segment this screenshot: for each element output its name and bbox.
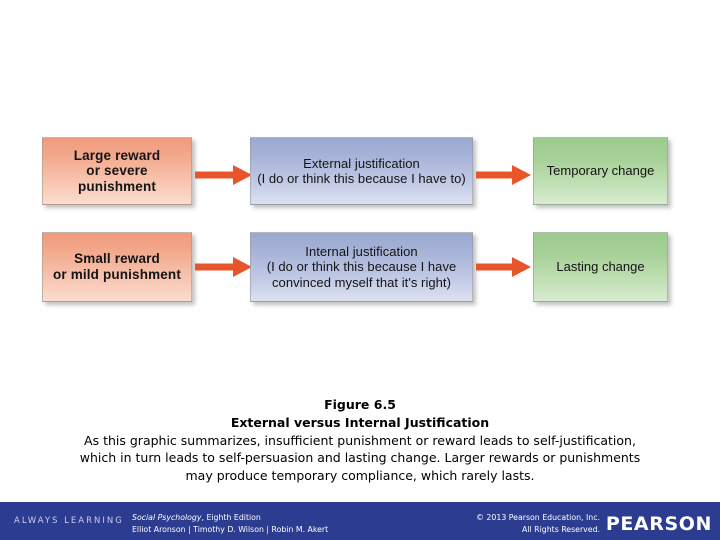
flow-box-line-1: Large reward bbox=[73, 147, 161, 163]
copyright-block: © 2013 Pearson Education, Inc. All Right… bbox=[400, 512, 600, 536]
figure-number: Figure 6.5 bbox=[324, 397, 396, 412]
flow-box-mediator-internal-justification: Internal justification(I do or think thi… bbox=[250, 232, 473, 302]
figure-description-line-2: which in turn leads to self-persuasion a… bbox=[79, 450, 641, 466]
figure-caption: Figure 6.5 External versus Internal Just… bbox=[0, 396, 720, 485]
flow-box-line-1: Small reward bbox=[74, 251, 160, 267]
flow-box-line-1: External justification bbox=[303, 155, 420, 171]
figure-description-line-3: may produce temporary compliance, which … bbox=[185, 468, 535, 483]
flow-box-line-2: or severe punishment bbox=[78, 163, 156, 194]
book-authors: Elliot Aronson | Timothy D. Wilson | Rob… bbox=[132, 525, 329, 535]
flow-box-label: Internal justification(I do or think thi… bbox=[261, 244, 463, 289]
figure-description-line-1: As this graphic summarizes, insufficient… bbox=[84, 432, 636, 448]
book-edition: , Eighth Edition bbox=[201, 513, 261, 522]
flow-box-line-2: (I do or think this because I have bbox=[266, 259, 457, 275]
arrow-row1-mediator-to-outcome bbox=[476, 165, 531, 185]
flow-box-outcome-temporary-change: Temporary change bbox=[533, 137, 668, 205]
flow-box-line-2: (I do or think this because I have to) bbox=[257, 171, 466, 186]
copyright-line-2: All Rights Reserved. bbox=[522, 525, 600, 535]
figure-title: External versus Internal Justification bbox=[230, 414, 490, 430]
flow-box-line-1: Internal justification bbox=[305, 244, 418, 260]
flow-box-line-2: or mild punishment bbox=[53, 267, 181, 282]
flow-box-mediator-external-justification: External justification(I do or think thi… bbox=[250, 137, 473, 205]
publisher-footer-bar: ALWAYS LEARNING Social Psychology, Eight… bbox=[0, 502, 720, 540]
pearson-logo: PEARSON bbox=[605, 513, 712, 535]
flow-box-label: Lasting change bbox=[556, 259, 645, 275]
arrow-row1-cause-to-mediator bbox=[195, 165, 252, 185]
arrow-row2-cause-to-mediator bbox=[195, 257, 252, 277]
book-info: Social Psychology, Eighth Edition Elliot… bbox=[132, 512, 328, 536]
copyright-line-1: © 2013 Pearson Education, Inc. bbox=[476, 513, 600, 522]
book-title-line: Social Psychology, Eighth Edition bbox=[132, 512, 328, 524]
book-title: Social Psychology bbox=[132, 513, 202, 522]
flow-box-outcome-lasting-change: Lasting change bbox=[533, 232, 668, 302]
flow-box-label: Temporary change bbox=[546, 163, 655, 179]
always-learning-tagline: ALWAYS LEARNING bbox=[14, 516, 124, 526]
arrow-row2-mediator-to-outcome bbox=[476, 257, 531, 277]
flow-box-label: External justification(I do or think thi… bbox=[251, 156, 472, 186]
flow-box-line-3: convinced myself that it's right) bbox=[272, 274, 451, 290]
